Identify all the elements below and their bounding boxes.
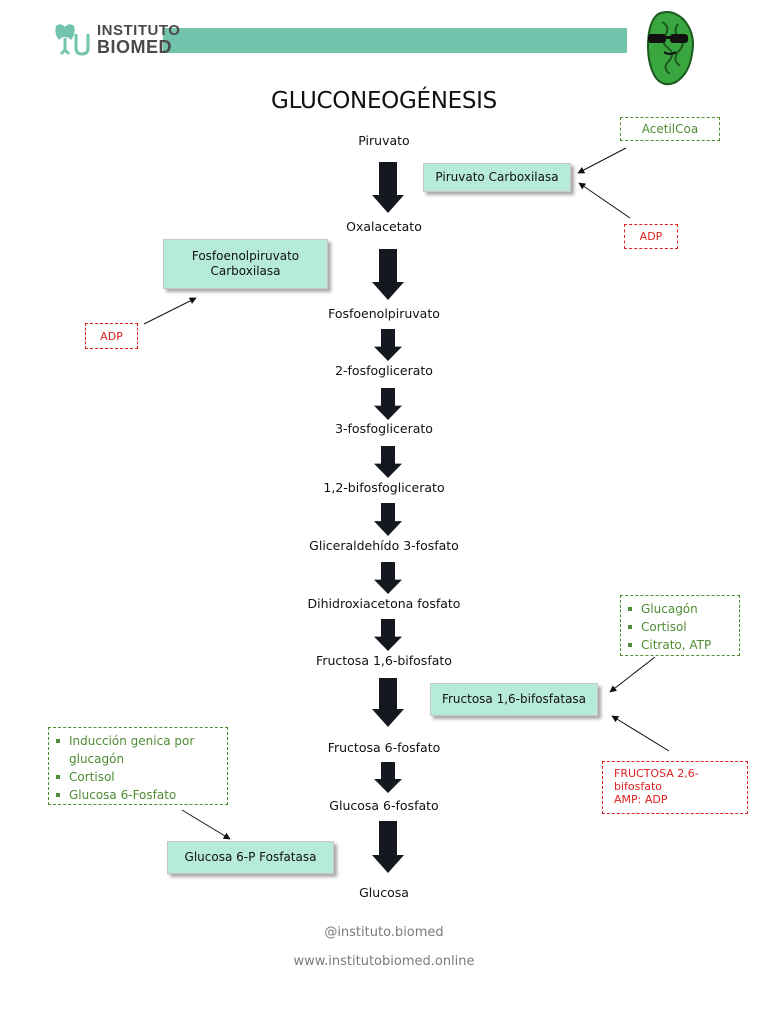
- logo-line-1: INSTITUTO: [97, 22, 181, 39]
- activators-fbpase: Glucagón Cortisol Citrato, ATP: [620, 595, 740, 656]
- metabolite-oxalacetato: Oxalacetato: [346, 219, 422, 234]
- arrow-acetilcoa-to-pc: [577, 147, 627, 174]
- metabolite-glucosa: Glucosa: [359, 885, 409, 900]
- footer-website: www.institutobiomed.online: [293, 954, 475, 969]
- header-bar: [163, 28, 627, 53]
- enzyme-fosfoenolpiruvato-carboxilasa: Fosfoenolpiruvato Carboxilasa: [163, 239, 328, 289]
- arrow-adp-to-pc: [578, 182, 631, 219]
- pathway-arrow-4: [374, 388, 402, 420]
- pathway-arrow-5: [374, 446, 402, 478]
- enzyme-piruvato-carboxilasa: Piruvato Carboxilasa: [423, 163, 571, 192]
- metabolite-3-fosfoglicerato: 3-fosfoglicerato: [335, 421, 433, 436]
- arrow-inhibitors-to-fbpase: [611, 715, 670, 752]
- enzyme-fructosa-1-6-bifosfatasa: Fructosa 1,6-bifosfatasa: [430, 683, 598, 716]
- pathway-arrow-1: [372, 162, 404, 213]
- pathway-arrow-2: [372, 249, 404, 300]
- activator-glucosa-6-fosfato: Glucosa 6-Fosfato: [49, 786, 227, 804]
- enzyme-glucosa-6-p-fosfatasa: Glucosa 6-P Fosfatasa: [167, 841, 334, 874]
- pathway-arrow-7: [374, 562, 402, 594]
- mitochondria-mascot-icon: [646, 11, 694, 86]
- enzyme-pepck-line-1: Fosfoenolpiruvato: [191, 249, 300, 263]
- activator-glucagon: Glucagón: [621, 600, 739, 618]
- arrow-adp-to-pepck: [143, 297, 197, 325]
- metabolite-glucosa-6-fosfato: Glucosa 6-fosfato: [329, 798, 439, 813]
- metabolite-piruvato: Piruvato: [358, 133, 410, 148]
- inhibitor-adp-piruvato-carboxilasa: ADP: [624, 224, 678, 249]
- pathway-arrow-3: [374, 329, 402, 361]
- metabolite-gliceraldehido-3-fosfato: Gliceraldehído 3-fosfato: [309, 538, 459, 553]
- inhibitors-fbpase: FRUCTOSA 2,6- bifosfato AMP: ADP: [602, 761, 748, 814]
- activator-cortisol: Cortisol: [621, 618, 739, 636]
- arrow-activators-to-g6pase: [181, 809, 231, 840]
- activator-citrato-atp: Citrato, ATP: [621, 636, 739, 654]
- pathway-arrow-8: [374, 619, 402, 651]
- enzyme-pepck-line-2: Carboxilasa: [210, 264, 281, 278]
- inhibitor-fructosa-2-6-line-2: bifosfato: [614, 780, 663, 793]
- metabolite-dihidroxiacetona-fosfato: Dihidroxiacetona fosfato: [307, 596, 461, 611]
- pathway-arrow-9: [372, 678, 404, 727]
- logo-icon: [55, 24, 90, 56]
- activators-g6pase: Inducción genica por glucagón Cortisol G…: [48, 727, 228, 805]
- activator-cortisol-g6pase: Cortisol: [49, 768, 227, 786]
- logo-text: INSTITUTO BIOMED: [97, 22, 180, 56]
- metabolite-2-fosfoglicerato: 2-fosfoglicerato: [335, 363, 433, 378]
- pathway-arrow-10: [374, 762, 402, 793]
- metabolite-1-2-bifosfoglicerato: 1,2-bifosfoglicerato: [323, 480, 445, 495]
- activator-induccion-genica: Inducción genica por glucagón: [49, 732, 227, 768]
- inhibitor-fructosa-2-6-line-1: FRUCTOSA 2,6-: [614, 767, 699, 780]
- activator-acetilcoa: AcetilCoa: [620, 117, 720, 141]
- logo-line-2: BIOMED: [97, 37, 172, 57]
- metabolite-fructosa-6-fosfato: Fructosa 6-fosfato: [327, 740, 441, 755]
- inhibitor-adp-pepck: ADP: [85, 323, 138, 349]
- metabolite-fructosa-1-6-bifosfato: Fructosa 1,6-bifosfato: [316, 653, 452, 668]
- page-title: GLUCONEOGÉNESIS: [271, 88, 497, 114]
- metabolite-fosfoenolpiruvato: Fosfoenolpiruvato: [328, 306, 440, 321]
- arrow-activators-to-fbpase: [609, 656, 656, 693]
- pathway-arrow-11: [372, 821, 404, 873]
- pathway-arrow-6: [374, 503, 402, 536]
- inhibitor-amp-adp: AMP: ADP: [614, 793, 668, 806]
- footer-handle: @instituto.biomed: [324, 925, 444, 940]
